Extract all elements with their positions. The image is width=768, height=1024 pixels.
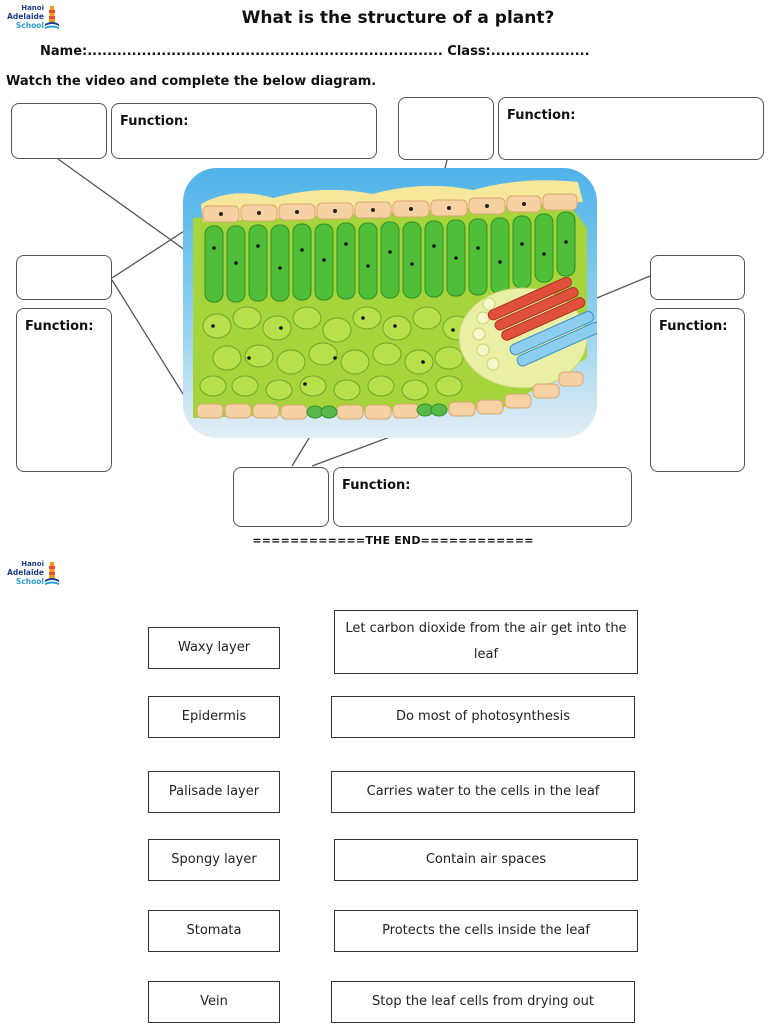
school-logo: Hanoi Adelaide School <box>0 4 60 34</box>
function-label: Function: <box>120 114 189 129</box>
term-box-palisade-layer[interactable]: Palisade layer <box>148 771 280 813</box>
logo-line-1: Hanoi <box>21 4 44 12</box>
label-box-top-left[interactable] <box>11 103 107 159</box>
function-box-right[interactable]: Function: <box>650 308 745 472</box>
function-label: Function: <box>507 108 576 123</box>
logo-line-3: School <box>15 21 44 30</box>
logo-line-3: School <box>15 577 44 586</box>
function-label: Function: <box>25 319 94 334</box>
term-box-epidermis[interactable]: Epidermis <box>148 696 280 738</box>
term-box-vein[interactable]: Vein <box>148 981 280 1023</box>
school-logo: Hanoi Adelaide School <box>0 560 60 590</box>
function-label: Function: <box>659 319 728 334</box>
function-option-2[interactable]: Do most of photosynthesis <box>331 696 635 738</box>
page-title: What is the structure of a plant? <box>241 8 555 28</box>
function-box-left[interactable]: Function: <box>16 308 112 472</box>
label-box-top-middle[interactable] <box>398 97 494 160</box>
label-box-bottom[interactable] <box>233 467 329 527</box>
the-end-marker: ============THE END============ <box>252 534 534 547</box>
function-option-1[interactable]: Let carbon dioxide from the air get into… <box>334 610 638 674</box>
label-box-left[interactable] <box>16 255 112 300</box>
term-box-spongy-layer[interactable]: Spongy layer <box>148 839 280 881</box>
function-option-6[interactable]: Stop the leaf cells from drying out <box>331 981 635 1023</box>
term-box-stomata[interactable]: Stomata <box>148 910 280 952</box>
function-box-top-left[interactable]: Function: <box>111 103 377 159</box>
term-box-waxy-layer[interactable]: Waxy layer <box>148 627 280 669</box>
function-option-3[interactable]: Carries water to the cells in the leaf <box>331 771 635 813</box>
function-box-bottom[interactable]: Function: <box>333 467 632 527</box>
name-class-line: Name:...................................… <box>40 44 590 59</box>
function-option-4[interactable]: Contain air spaces <box>334 839 638 881</box>
function-option-5[interactable]: Protects the cells inside the leaf <box>334 910 638 952</box>
function-box-top-right[interactable]: Function: <box>498 97 764 160</box>
logo-line-1: Hanoi <box>21 560 44 568</box>
lighthouse-icon <box>45 562 59 585</box>
label-box-right[interactable] <box>650 255 745 300</box>
leaf-cross-section-illustration <box>193 180 597 420</box>
logo-line-2: Adelaide <box>7 12 44 21</box>
leaf-cross-section-diagram <box>183 168 597 438</box>
instruction-text: Watch the video and complete the below d… <box>6 74 377 89</box>
lighthouse-icon <box>45 6 59 29</box>
function-label: Function: <box>342 478 411 493</box>
logo-line-2: Adelaide <box>7 568 44 577</box>
